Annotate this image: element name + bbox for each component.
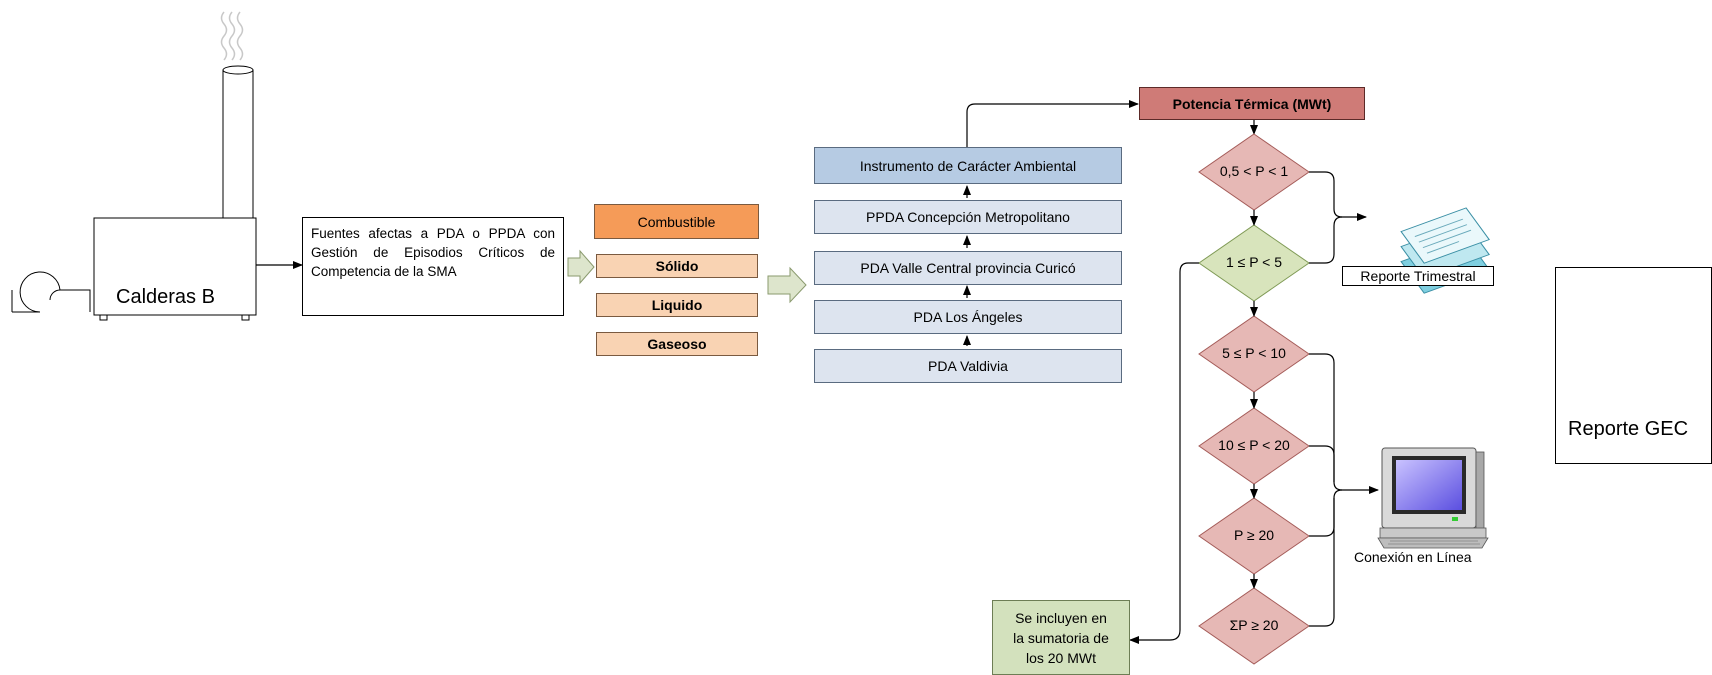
smoke-icon — [220, 11, 244, 61]
chimney-icon — [222, 65, 254, 219]
computer-icon — [1377, 447, 1489, 549]
blower-icon — [11, 271, 91, 313]
boiler-icon — [93, 217, 257, 321]
range-label: 0,5 < P < 1 — [1219, 163, 1289, 179]
range-diamond — [1198, 587, 1310, 665]
potencia-termica-header: Potencia Térmica (MWt) — [1139, 87, 1365, 120]
reporte-trimestral-label: Reporte Trimestral — [1342, 266, 1494, 286]
instrumento-box: PDA Valle Central provincia Curicó — [814, 251, 1122, 285]
instrumento-box: PDA Valdivia — [814, 349, 1122, 383]
sumatoria-note-line: la sumatoria de — [1013, 629, 1109, 646]
range-label: P ≥ 20 — [1233, 527, 1275, 543]
reporte-gec-label: Reporte GEC — [1568, 418, 1689, 440]
reporte-gec-panel: Reporte GEC — [1555, 267, 1712, 464]
range-label: 5 ≤ P < 10 — [1222, 345, 1286, 361]
fuel-item-gaseoso: Gaseoso — [596, 332, 758, 356]
range-label: ΣP ≥ 20 — [1229, 617, 1279, 633]
range-label: 1 ≤ P < 5 — [1225, 254, 1283, 270]
instrumento-box: PPDA Concepción Metropolitano — [814, 200, 1122, 234]
calderas-label: Calderas B — [116, 286, 215, 308]
range-label: 10 ≤ P < 20 — [1218, 437, 1290, 453]
conexion-en-linea-label: Conexión en Línea — [1354, 549, 1472, 565]
sumatoria-note: Se incluyen en la sumatoria de los 20 MW… — [992, 600, 1130, 675]
fuentes-box: Fuentes afectas a PDA o PPDA con Gestión… — [302, 217, 564, 316]
instrumento-box: PDA Los Ángeles — [814, 300, 1122, 334]
fuel-item-liquido: Liquido — [596, 293, 758, 317]
flow-arrow-icon — [767, 266, 807, 304]
instrumento-box: Instrumento de Carácter Ambiental — [814, 147, 1122, 184]
sumatoria-note-line: Se incluyen en — [1015, 609, 1107, 626]
combustible-header: Combustible — [594, 204, 759, 239]
fuel-item-solido: Sólido — [596, 254, 758, 278]
flow-arrow-icon — [567, 249, 595, 285]
sumatoria-note-line: los 20 MWt — [1025, 649, 1096, 666]
